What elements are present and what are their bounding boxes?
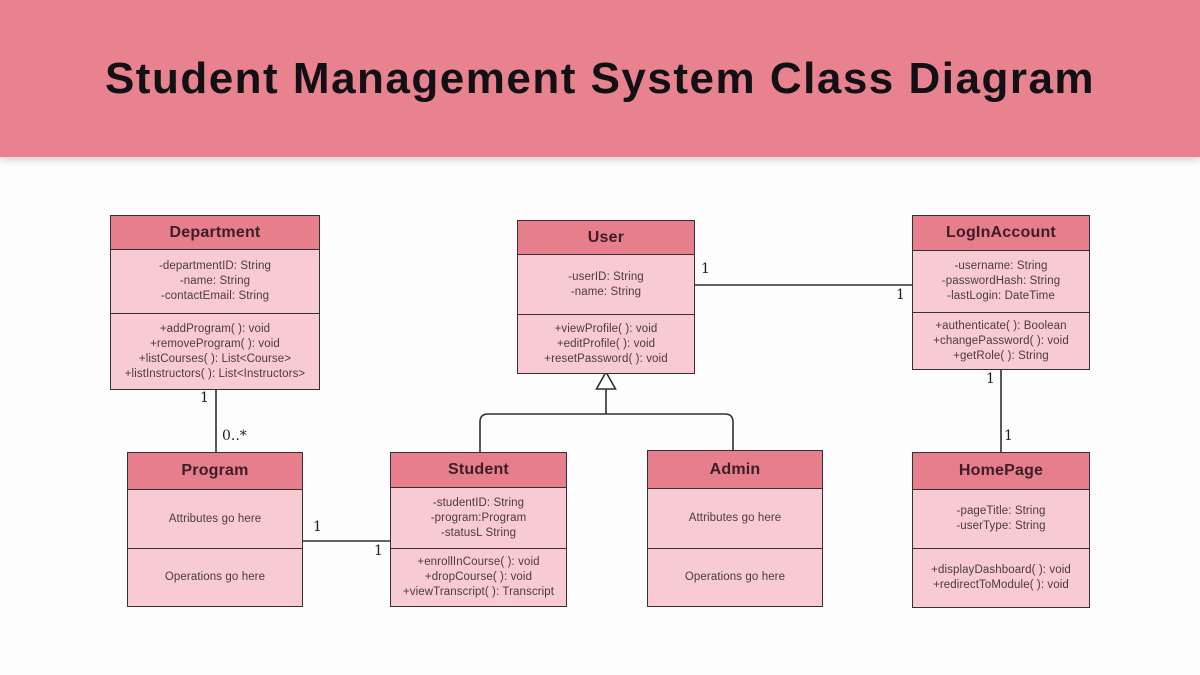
operation-row: +viewProfile( ): void (554, 322, 658, 335)
title-banner: Student Management System Class Diagram (0, 0, 1200, 157)
operation-row: +addProgram( ): void (159, 322, 271, 335)
multiplicity-label-loginaccount-homepage-to: 1 (1004, 428, 1013, 444)
operation-row: +viewTranscript( ): Transcript (402, 586, 555, 598)
attribute-row: -passwordHash: String (941, 275, 1061, 287)
relationship-lines (215, 284, 1002, 542)
diagram-canvas: Department -departmentID: String -name: St… (0, 157, 1200, 675)
attribute-row: -name: String (570, 285, 642, 298)
class-attributes-loginaccount: -username: String -passwordHash: String -l… (913, 250, 1089, 312)
multiplicity-label-department-program-to: 0..* (222, 428, 247, 444)
class-name-admin: Admin (648, 451, 822, 488)
class-attributes-department: -departmentID: String -name: String -conta… (111, 249, 319, 313)
class-operations-loginaccount: +authenticate( ): Boolean +changePassword… (913, 312, 1089, 369)
operation-row: +authenticate( ): Boolean (935, 319, 1067, 332)
operation-row: +changePassword( ): void (933, 334, 1069, 347)
class-operations-admin: Operations go here (648, 548, 822, 606)
class-attributes-admin: Attributes go here (648, 488, 822, 548)
attribute-row: -departmentID: String (158, 260, 272, 272)
multiplicity-label-user-loginaccount-to: 1 (896, 287, 905, 303)
attribute-row: -pageTitle: String (956, 505, 1046, 517)
operation-row: +resetPassword( ): void (544, 352, 668, 365)
generalization-branch[interactable] (479, 413, 734, 452)
class-name-user: User (518, 221, 694, 254)
class-box-loginaccount[interactable]: LogInAccount -username: String -passwordHa… (912, 215, 1090, 370)
attribute-row: Attributes go here (168, 512, 262, 525)
class-attributes-student: -studentID: String -program:Program -statu… (391, 487, 566, 548)
class-operations-department: +addProgram( ): void +removeProgram( ): v… (111, 313, 319, 389)
class-operations-user: +viewProfile( ): void +editProfile( ): vo… (518, 314, 694, 373)
operation-row: +listCourses( ): List<Course> (138, 352, 292, 365)
operation-row: +dropCourse( ): void (424, 571, 533, 583)
class-box-department[interactable]: Department -departmentID: String -name: St… (110, 215, 320, 390)
class-attributes-program: Attributes go here (128, 489, 302, 548)
class-attributes-user: -userID: String -name: String (518, 254, 694, 314)
class-name-loginaccount: LogInAccount (913, 216, 1089, 250)
attribute-row: -program:Program (430, 511, 527, 524)
operation-row: +editProfile( ): void (556, 337, 656, 350)
class-operations-homepage: +displayDashboard( ): void +redirectToMod… (913, 548, 1089, 607)
multiplicity-label-program-student-from: 1 (313, 519, 322, 535)
class-attributes-homepage: -pageTitle: String -userType: String (913, 489, 1089, 548)
attribute-row: -username: String (954, 260, 1048, 272)
class-operations-student: +enrollInCourse( ): void +dropCourse( ): … (391, 548, 566, 606)
operation-row: +enrollInCourse( ): void (417, 556, 540, 568)
multiplicity-label-loginaccount-homepage-from: 1 (986, 371, 995, 387)
operation-row: +redirectToModule( ): void (933, 579, 1069, 591)
attribute-row: -studentID: String (432, 496, 525, 509)
generalization-triangle-icon[interactable] (595, 370, 617, 390)
operation-row: +removeProgram( ): void (150, 337, 280, 350)
class-name-student: Student (391, 453, 566, 487)
class-name-department: Department (111, 216, 319, 249)
class-operations-program: Operations go here (128, 548, 302, 606)
attribute-row: -contactEmail: String (160, 290, 270, 302)
class-box-student[interactable]: Student -studentID: String -program:Progra… (390, 452, 567, 607)
multiplicity-label-user-loginaccount-from: 1 (701, 261, 710, 277)
attribute-row: -statusL String (440, 526, 517, 539)
attribute-row: -userType: String (956, 520, 1046, 532)
operation-row: Operations go here (164, 571, 266, 583)
multiplicity-label-program-student-to: 1 (374, 543, 383, 559)
page-title: Student Management System Class Diagram (104, 53, 1096, 103)
class-box-user[interactable]: User -userID: String -name: String +viewPro… (517, 220, 695, 374)
operation-row: +getRole( ): String (953, 349, 1049, 362)
multiplicity-label-department-program-from: 1 (200, 390, 209, 406)
class-name-program: Program (128, 453, 302, 489)
attribute-row: -lastLogin: DateTime (947, 290, 1055, 302)
attribute-row: -userID: String (568, 270, 644, 283)
class-box-homepage[interactable]: HomePage -pageTitle: String -userType: Str… (912, 452, 1090, 608)
attribute-row: Attributes go here (688, 512, 782, 524)
operation-row: Operations go here (684, 571, 786, 583)
class-name-homepage: HomePage (913, 453, 1089, 489)
attribute-row: -name: String (179, 275, 251, 287)
operation-row: +listInstructors( ): List<Instructors> (124, 367, 306, 380)
operation-row: +displayDashboard( ): void (931, 564, 1071, 576)
